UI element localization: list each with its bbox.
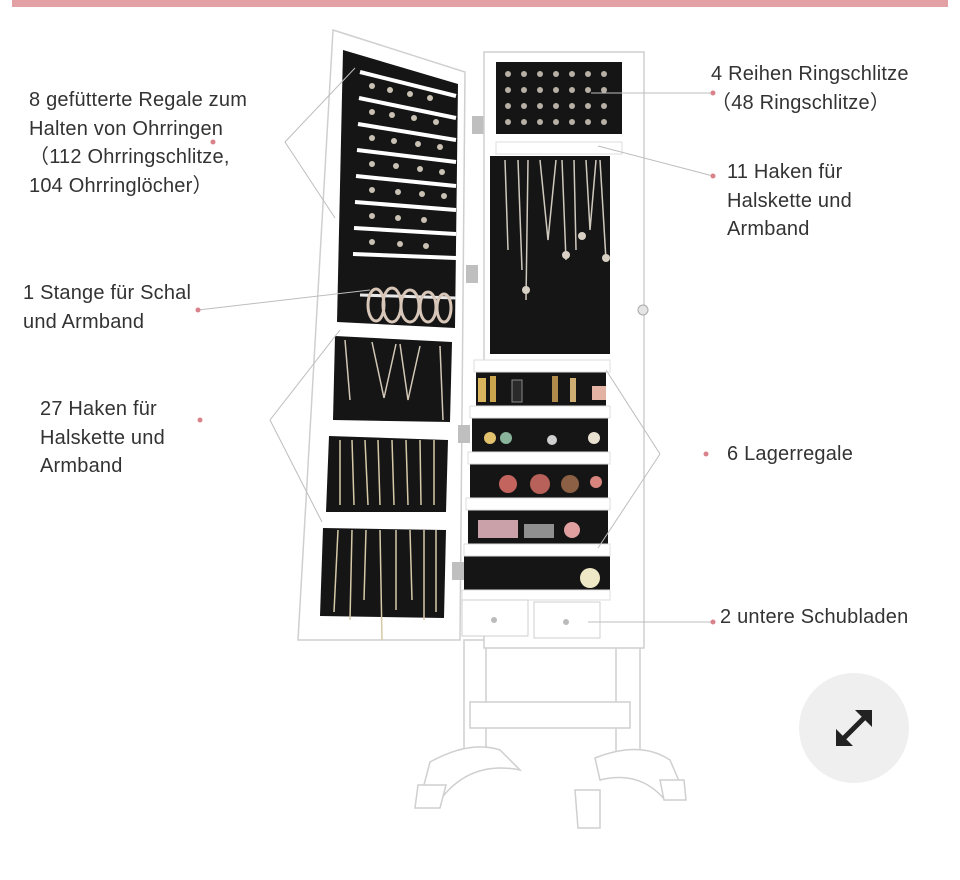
- callout-line: 8 gefütterte Regale zum: [29, 89, 248, 111]
- callout-line: Armband: [40, 455, 123, 477]
- callout-line: 4 Reihen Ringschlitze: [711, 63, 909, 85]
- callout-line: Halten von Ohrringen: [29, 117, 224, 140]
- callout-door-hooks: 27 Haken für Halskette und Armband: [40, 395, 165, 481]
- callout-line: 104 Ohrringlöcher）: [29, 174, 213, 197]
- callout-lines: [197, 67, 714, 623]
- callout-line: Halskette und: [40, 426, 165, 449]
- callout-line: 1 Stange für Schal: [23, 282, 192, 304]
- callout-earring-shelves: 8 gefütterte Regale zum Halten von Ohrri…: [29, 86, 247, 200]
- callout-line: 27 Haken für: [40, 398, 157, 420]
- callout-ring-slots: 4 Reihen Ringschlitze （48 Ringschlitze）: [711, 60, 909, 117]
- callout-storage-shelves: 6 Lagerregale: [727, 440, 853, 469]
- callout-line: （112 Ohrringschlitze,: [29, 146, 230, 168]
- expand-image-button[interactable]: [799, 673, 909, 783]
- callout-line: 6 Lagerregale: [727, 443, 854, 465]
- expand-arrows-icon: [836, 710, 872, 746]
- callout-line: Halskette und: [727, 189, 852, 212]
- callout-line: 11 Haken für: [727, 161, 843, 183]
- callout-line: 2 untere Schubladen: [720, 606, 909, 628]
- callout-drawers: 2 untere Schubladen: [720, 603, 908, 632]
- callout-line: und Armband: [23, 310, 145, 333]
- callout-dots: [195, 90, 716, 625]
- top-accent-bar: [12, 0, 948, 7]
- callout-scarf-rod: 1 Stange für Schal und Armband: [23, 279, 191, 336]
- cabinet-door: [297, 28, 484, 641]
- callout-line: （48 Ringschlitze）: [711, 91, 891, 114]
- callout-necklace-hooks: 11 Haken für Halskette und Armband: [727, 158, 852, 244]
- callout-line: Armband: [727, 218, 810, 240]
- cabinet-body: [461, 51, 649, 649]
